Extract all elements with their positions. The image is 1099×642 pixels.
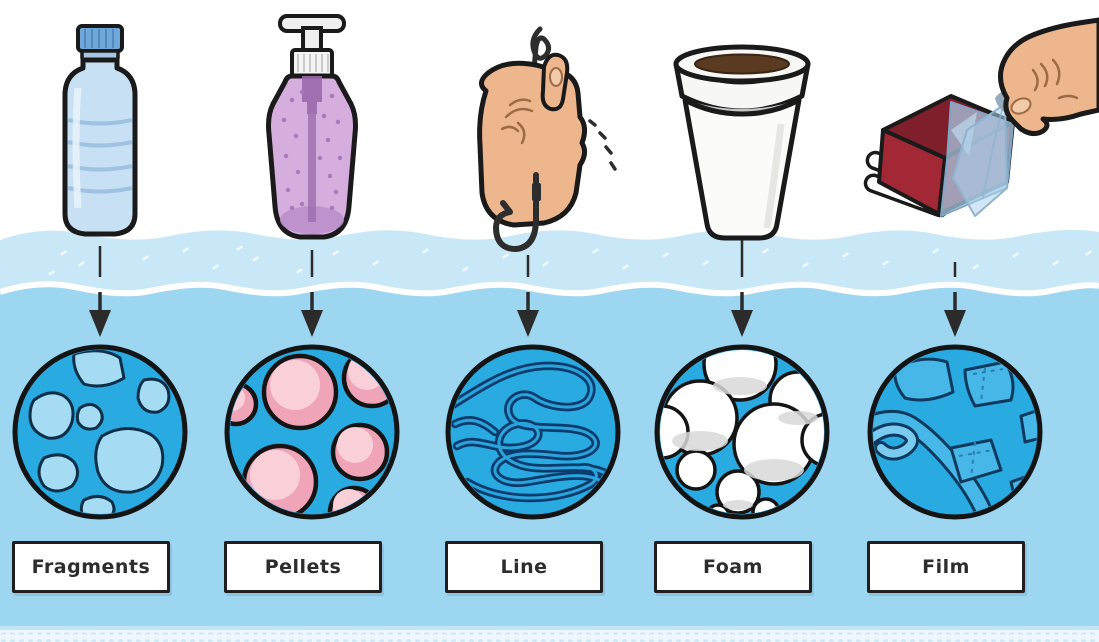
bottom-strip-edge <box>0 626 1099 630</box>
film-circle-icon <box>867 344 1043 520</box>
knuckle-creases <box>500 98 534 145</box>
cosmetic-pump-bottle-icon <box>266 14 358 240</box>
splash-dashes <box>588 119 617 171</box>
down-arrow-line <box>517 255 539 337</box>
wave-line <box>0 281 1099 297</box>
microbead-dots <box>281 89 343 211</box>
label-text: Foam <box>703 556 763 578</box>
label-text: Line <box>500 556 548 578</box>
hand-fishing-hook-icon <box>477 26 617 253</box>
label-line: Line <box>445 541 603 593</box>
water-sparkles <box>48 245 1092 276</box>
label-foam: Foam <box>654 541 812 593</box>
foam-cup-icon <box>673 44 811 241</box>
down-arrow-pellets <box>301 250 323 337</box>
label-text: Film <box>922 556 970 578</box>
label-text: Fragments <box>31 556 151 578</box>
label-text: Pellets <box>264 556 342 578</box>
line-circle-icon <box>445 344 621 520</box>
plastic-water-bottle-icon <box>62 24 138 237</box>
down-arrow-film <box>944 262 966 337</box>
bottom-strip <box>0 628 1099 642</box>
label-fragments: Fragments <box>12 541 170 593</box>
down-arrow-fragments <box>89 246 111 337</box>
label-pellets: Pellets <box>224 541 382 593</box>
finger-creases <box>1031 58 1079 100</box>
fragments-circle-icon <box>12 344 188 520</box>
down-arrow-foam <box>731 240 753 337</box>
foam-circle-icon <box>654 344 830 520</box>
pellets-circle-icon <box>224 344 400 520</box>
label-film: Film <box>867 541 1025 593</box>
hand-plastic-film-icon <box>863 17 1099 218</box>
